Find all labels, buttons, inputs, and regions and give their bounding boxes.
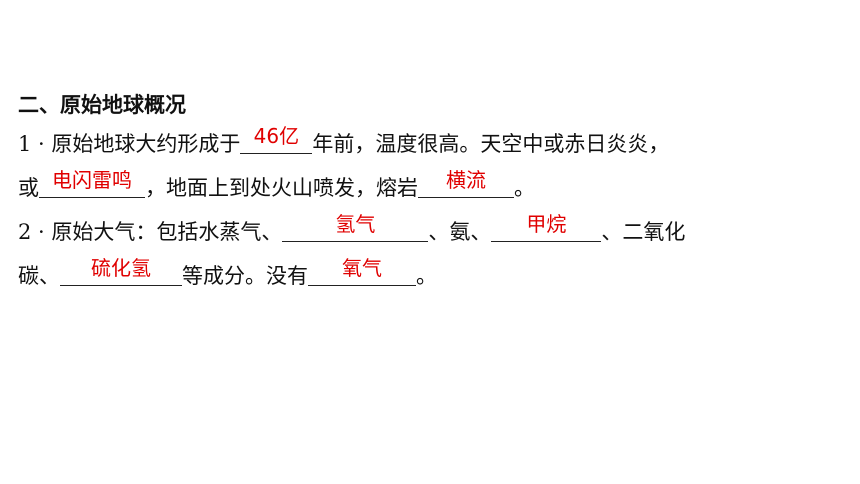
question-1-line-2: 或电闪雷鸣 ，地面上到处火山喷发，熔岩 横流 。 [18, 166, 848, 210]
q2-blank-gas-2: 甲烷 [491, 213, 602, 242]
question-1-line-1: 1 · 原始地球大约形成于 46亿年前，温度很高。天空中或赤日炎炎， [18, 122, 848, 166]
q2-line1-text-after: 、二氧化 [601, 220, 686, 244]
q2-line2-text-before: 碳、 [18, 264, 60, 288]
q2-blank-missing-gas: 氧气 [308, 257, 416, 286]
q2-line2-text-middle: 等成分。没有 [182, 264, 308, 288]
q1-line1-text-after: 年前，温度很高。天空中或赤日炎炎， [312, 132, 670, 156]
q2-line1-text-middle: 、氨、 [428, 220, 492, 244]
q2-answer-gas-1: 氢气 [335, 212, 376, 236]
q2-answer-gas-3: 硫化氢 [91, 256, 151, 280]
question-2-line-2: 碳、 硫化氢 等成分。没有 氧气 。 [18, 254, 848, 298]
q1-line2-text-after: 。 [514, 176, 535, 200]
q1-blank-sky: 电闪雷鸣 [39, 169, 145, 198]
worksheet-content: 二、原始地球概况 1 · 原始地球大约形成于 46亿年前，温度很高。天空中或赤日炎… [18, 88, 848, 298]
section-heading: 二、原始地球概况 [18, 93, 186, 117]
q1-line2-text-before: 或 [18, 176, 39, 200]
q2-line2-text-after: 。 [416, 264, 437, 288]
q1-line1-text-before: 1 · 原始地球大约形成于 [18, 132, 241, 156]
q1-answer-lava: 横流 [446, 168, 486, 192]
q2-answer-missing-gas: 氧气 [342, 256, 382, 280]
q1-line2-text-middle: ，地面上到处火山喷发，熔岩 [145, 176, 418, 200]
q2-blank-gas-3: 硫化氢 [60, 257, 182, 286]
q2-answer-gas-2: 甲烷 [526, 212, 567, 236]
q1-answer-formation-time: 46亿 [253, 124, 300, 148]
q1-blank-formation-time: 46亿 [240, 125, 313, 154]
q1-blank-lava: 横流 [418, 169, 514, 198]
q2-line1-text-before: 2 · 原始大气：包括水蒸气、 [18, 220, 283, 244]
q2-blank-gas-1: 氢气 [282, 213, 429, 242]
question-2-line-1: 2 · 原始大气：包括水蒸气、 氢气 、氨、 甲烷 、二氧化 [18, 210, 848, 254]
q1-answer-sky: 电闪雷鸣 [52, 168, 132, 192]
